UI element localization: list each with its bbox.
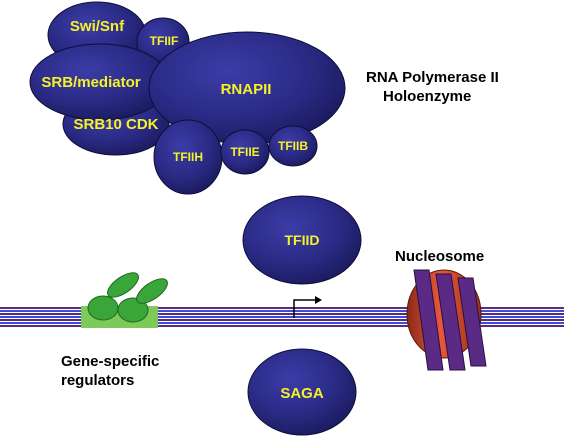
tfiib-factor xyxy=(268,125,318,167)
dna-wrap xyxy=(457,277,487,367)
holoenzyme-title-line2: Holoenzyme xyxy=(383,88,471,105)
transcription-start-arrow-icon xyxy=(293,296,322,318)
swisnf-label: Swi/Snf xyxy=(70,18,125,35)
tfiid-complex xyxy=(242,195,362,285)
tfiih-label: TFIIH xyxy=(173,150,203,164)
regulators-label-line2: regulators xyxy=(61,372,134,389)
nucleosome-label: Nucleosome xyxy=(395,248,484,265)
regulator-protein xyxy=(117,297,149,323)
nucleosome xyxy=(406,269,487,371)
saga-label: SAGA xyxy=(280,385,324,402)
holoenzyme-title-line1: RNA Polymerase II xyxy=(366,69,499,86)
dna-wrap xyxy=(413,269,444,371)
tfiid-label: TFIID xyxy=(285,232,320,248)
dna-strand xyxy=(0,307,564,327)
gene-specific-regulators xyxy=(87,272,168,323)
dna-wrap xyxy=(435,273,466,371)
tfiie-factor xyxy=(220,129,270,175)
holoenzyme xyxy=(29,1,346,195)
tfiif-label: TFIIF xyxy=(150,34,179,48)
regulator-protein xyxy=(107,272,139,298)
srb10-cdk-label: SRB10 CDK xyxy=(73,116,158,133)
tfiib-label: TFIIB xyxy=(278,139,308,153)
tfiie-label: TFIIE xyxy=(230,145,259,159)
rnapii-label: RNAPII xyxy=(221,81,272,98)
regulator-protein xyxy=(87,295,119,321)
regulators-label-line1: Gene-specific xyxy=(61,353,159,370)
saga-complex xyxy=(247,348,357,436)
regulator-protein xyxy=(136,278,168,304)
srb-mediator-label: SRB/mediator xyxy=(41,74,140,91)
